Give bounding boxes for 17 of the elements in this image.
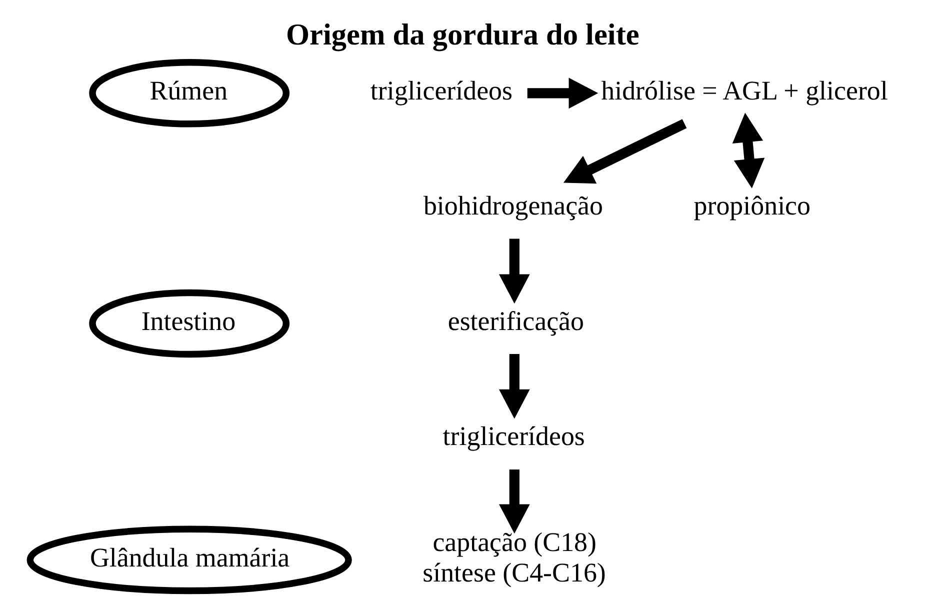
arrow <box>498 470 530 534</box>
arrow <box>563 119 687 184</box>
diagram-title: Origem da gordura do leite <box>286 17 640 52</box>
node-text: propiônico <box>694 190 810 221</box>
arrow <box>498 354 530 419</box>
node-text: captação (C18) síntese (C4-C16) <box>422 527 606 588</box>
node-ellipse: Rúmen <box>89 59 290 128</box>
node-text: hidrólise = AGL + glicerol <box>601 76 888 106</box>
arrow <box>527 78 598 109</box>
node-ellipse: Intestino <box>89 289 290 358</box>
node-text: triglicerídeos <box>442 421 585 452</box>
node-text: biohidrogenação <box>423 190 603 221</box>
node-text: triglicerídeos <box>370 76 513 106</box>
arrow <box>498 238 530 304</box>
node-text: esterificação <box>448 306 584 336</box>
arrow <box>732 112 765 188</box>
node-ellipse: Glândula mamária <box>26 526 352 594</box>
